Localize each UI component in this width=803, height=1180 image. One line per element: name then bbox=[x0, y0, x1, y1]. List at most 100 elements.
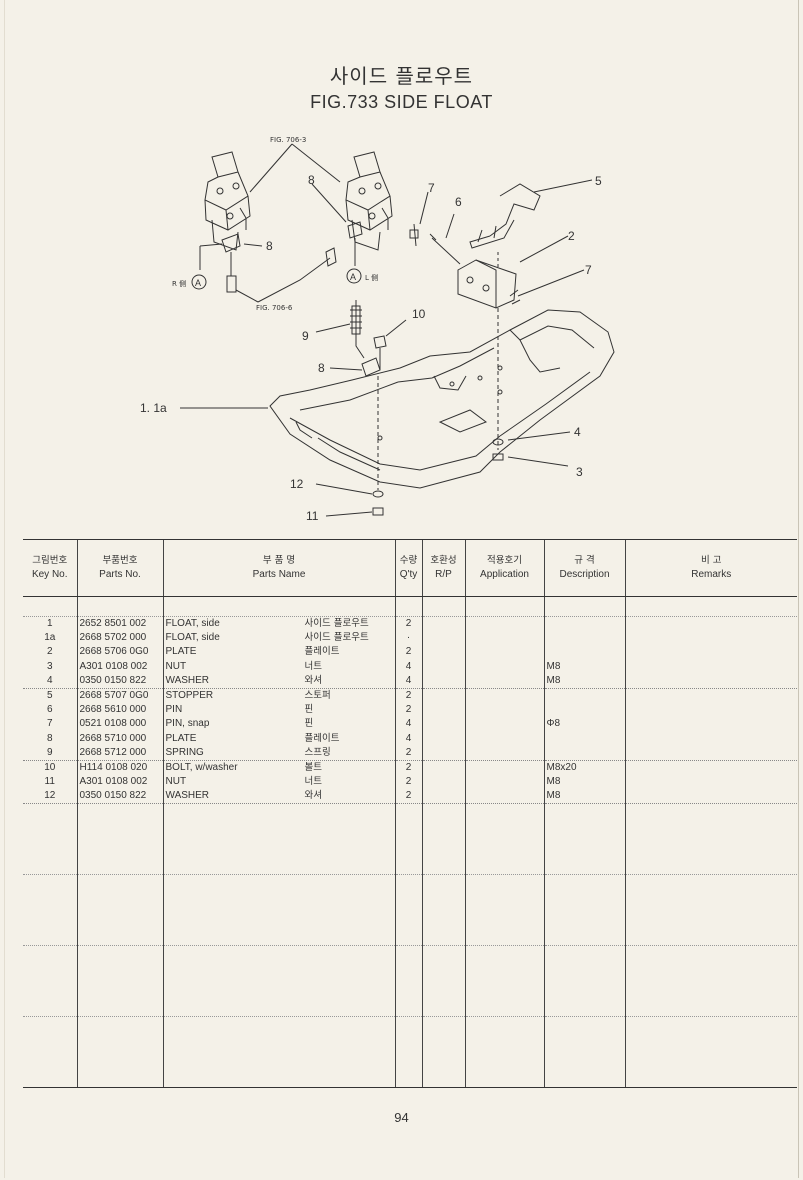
cell-remarks bbox=[624, 731, 797, 746]
part-name-kr: 와셔 bbox=[304, 790, 322, 802]
cell-rp bbox=[421, 631, 465, 646]
cell-rp bbox=[421, 673, 465, 689]
table-empty-row bbox=[23, 803, 797, 876]
cell-key: 1a bbox=[44, 632, 56, 644]
empty-cell bbox=[421, 874, 465, 947]
part-name-en: SPRING bbox=[165, 746, 204, 758]
cell-description: M8 bbox=[543, 789, 625, 805]
cell-remarks bbox=[624, 789, 797, 805]
cell-key: 2 bbox=[46, 646, 53, 658]
part-name-en: STOPPER bbox=[165, 690, 214, 702]
part-name-en: BOLT, w/washer bbox=[165, 761, 238, 773]
empty-cell bbox=[394, 945, 422, 1018]
label-8-bottom: 8 bbox=[318, 361, 325, 375]
cell-qty: 4 bbox=[394, 659, 422, 674]
cell-description bbox=[543, 745, 625, 761]
table-empty-row bbox=[23, 1016, 797, 1089]
cell-qty: 2 bbox=[394, 616, 422, 632]
empty-cell bbox=[624, 945, 797, 1018]
cell-application bbox=[464, 631, 544, 646]
cell-remarks bbox=[624, 616, 797, 632]
cell-rp bbox=[421, 789, 465, 805]
cell-part-no: A301 0108 002 bbox=[76, 775, 163, 790]
page-edge bbox=[4, 0, 799, 1178]
cell-qty: 4 bbox=[394, 731, 422, 746]
empty-cell bbox=[23, 945, 77, 1018]
label-r-side: R 側 bbox=[172, 279, 186, 288]
part-name-en: WASHER bbox=[165, 790, 210, 802]
empty-cell bbox=[23, 803, 77, 876]
bracket-left bbox=[204, 151, 251, 251]
cell-key: 9 bbox=[23, 745, 77, 761]
label-9: 9 bbox=[302, 329, 309, 343]
part-name-en: NUT bbox=[165, 776, 187, 788]
cell-key: 11 bbox=[44, 776, 55, 788]
cell-remarks bbox=[624, 760, 797, 776]
empty-cell bbox=[464, 1016, 544, 1089]
part-name-en: FLOAT, side bbox=[165, 632, 220, 644]
cell-application bbox=[464, 703, 544, 718]
part-name-en: PLATE bbox=[165, 732, 197, 744]
part-name-kr: 핀 bbox=[304, 704, 314, 716]
part-name-kr: 플레이트 bbox=[304, 732, 340, 744]
empty-cell bbox=[162, 803, 395, 876]
cell-part-no: 2668 5710 000 bbox=[76, 731, 163, 746]
cell-rp bbox=[421, 717, 465, 732]
empty-cell bbox=[23, 1016, 77, 1089]
part-name-en: PLATE bbox=[165, 646, 197, 658]
cell-part-no: 2652 8501 002 bbox=[76, 616, 163, 632]
label-7-top: 7 bbox=[428, 181, 435, 195]
table-spacer-row bbox=[23, 596, 797, 617]
cell-application bbox=[464, 616, 544, 632]
cell-part-no: 0521 0108 000 bbox=[76, 717, 163, 732]
cell-qty: 2 bbox=[394, 789, 422, 805]
cell-qty: 2 bbox=[394, 760, 422, 776]
cell-rp bbox=[421, 659, 465, 674]
label-l-side: L 側 bbox=[365, 273, 378, 282]
cell-key: 12 bbox=[23, 789, 77, 805]
cell-rp bbox=[421, 688, 465, 704]
label-8-left: 8 bbox=[266, 239, 273, 253]
empty-cell bbox=[464, 945, 544, 1018]
cell-remarks bbox=[624, 673, 797, 689]
empty-cell bbox=[543, 803, 625, 876]
cell-qty: 2 bbox=[394, 703, 422, 718]
bracket-center bbox=[345, 151, 393, 251]
label-7-right: 7 bbox=[585, 263, 592, 277]
cell-description bbox=[543, 631, 625, 646]
cell-rp bbox=[421, 616, 465, 632]
cell-remarks bbox=[624, 745, 797, 761]
cell-rp bbox=[421, 775, 465, 790]
cell-part-no: 2668 5706 0G0 bbox=[76, 645, 163, 660]
ref-fig-706-6: FIG. 706-6 bbox=[256, 304, 293, 312]
exploded-parts-diagram: FIG. 706-3 FIG. 706-6 R 側 L 側 A A 1. 1a … bbox=[140, 136, 615, 523]
cell-application bbox=[464, 760, 544, 776]
cell-part-no: A301 0108 002 bbox=[76, 659, 163, 674]
empty-cell bbox=[394, 874, 422, 947]
cell-description: M8 bbox=[543, 775, 625, 790]
cell-part-no: 0350 0150 822 bbox=[76, 789, 163, 805]
cell-description bbox=[543, 645, 625, 660]
cell-application bbox=[464, 645, 544, 660]
table-empty-row bbox=[23, 874, 797, 947]
callout-a-left: A bbox=[350, 272, 356, 282]
ref-fig-706-3: FIG. 706-3 bbox=[270, 136, 306, 144]
cell-description: Φ8 bbox=[543, 717, 625, 732]
cell-key: 3 bbox=[46, 660, 53, 672]
cell-description bbox=[543, 688, 625, 704]
part-name-kr: 와셔 bbox=[304, 674, 322, 686]
